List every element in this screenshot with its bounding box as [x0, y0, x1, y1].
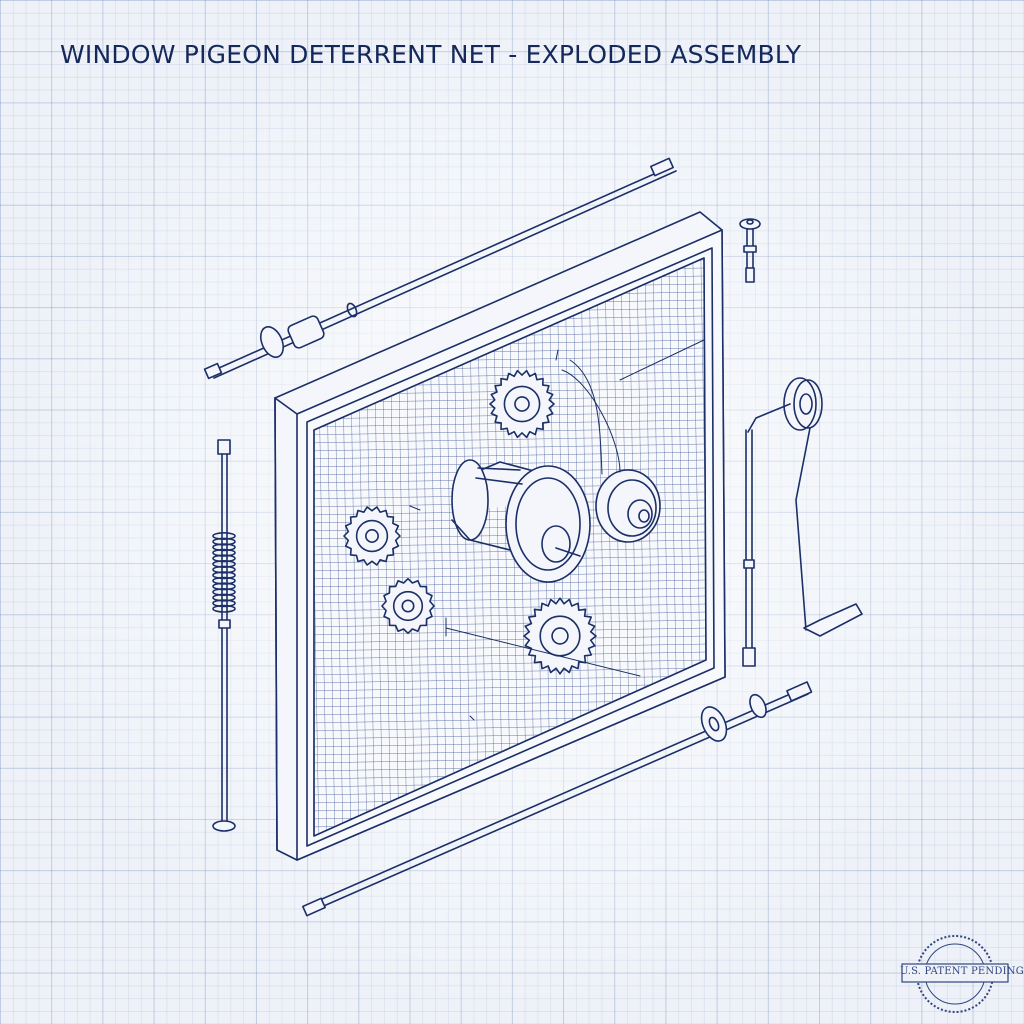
gear-left	[343, 506, 401, 566]
spring-coil	[212, 599, 236, 608]
motor-housing	[451, 459, 591, 583]
spring-coil	[212, 554, 236, 563]
spring-coil	[212, 531, 236, 540]
spring-coil	[212, 582, 236, 591]
spring-coil	[212, 587, 236, 596]
gear-top	[489, 369, 555, 439]
left-spring-rod	[212, 439, 236, 832]
pulley-wheel	[561, 359, 661, 543]
top-right-pin	[739, 218, 761, 283]
right-crank-handle	[742, 377, 863, 667]
leader-lines	[409, 339, 705, 721]
spring-coil	[212, 604, 236, 613]
spring-coil	[212, 543, 236, 552]
bottom-rod	[302, 681, 813, 917]
gear-small	[381, 577, 435, 635]
gears	[343, 369, 597, 675]
spring-coil	[212, 559, 236, 568]
patent-stamp: U.S. PATENT PENDING	[900, 932, 1024, 1016]
spring-coil	[212, 571, 236, 580]
page-title: WINDOW PIGEON DETERRENT NET - EXPLODED A…	[60, 40, 802, 69]
stamp-text: U.S. PATENT PENDING	[900, 966, 1024, 977]
stamp-seal-icon	[901, 935, 1009, 1013]
top-rod	[203, 157, 677, 380]
